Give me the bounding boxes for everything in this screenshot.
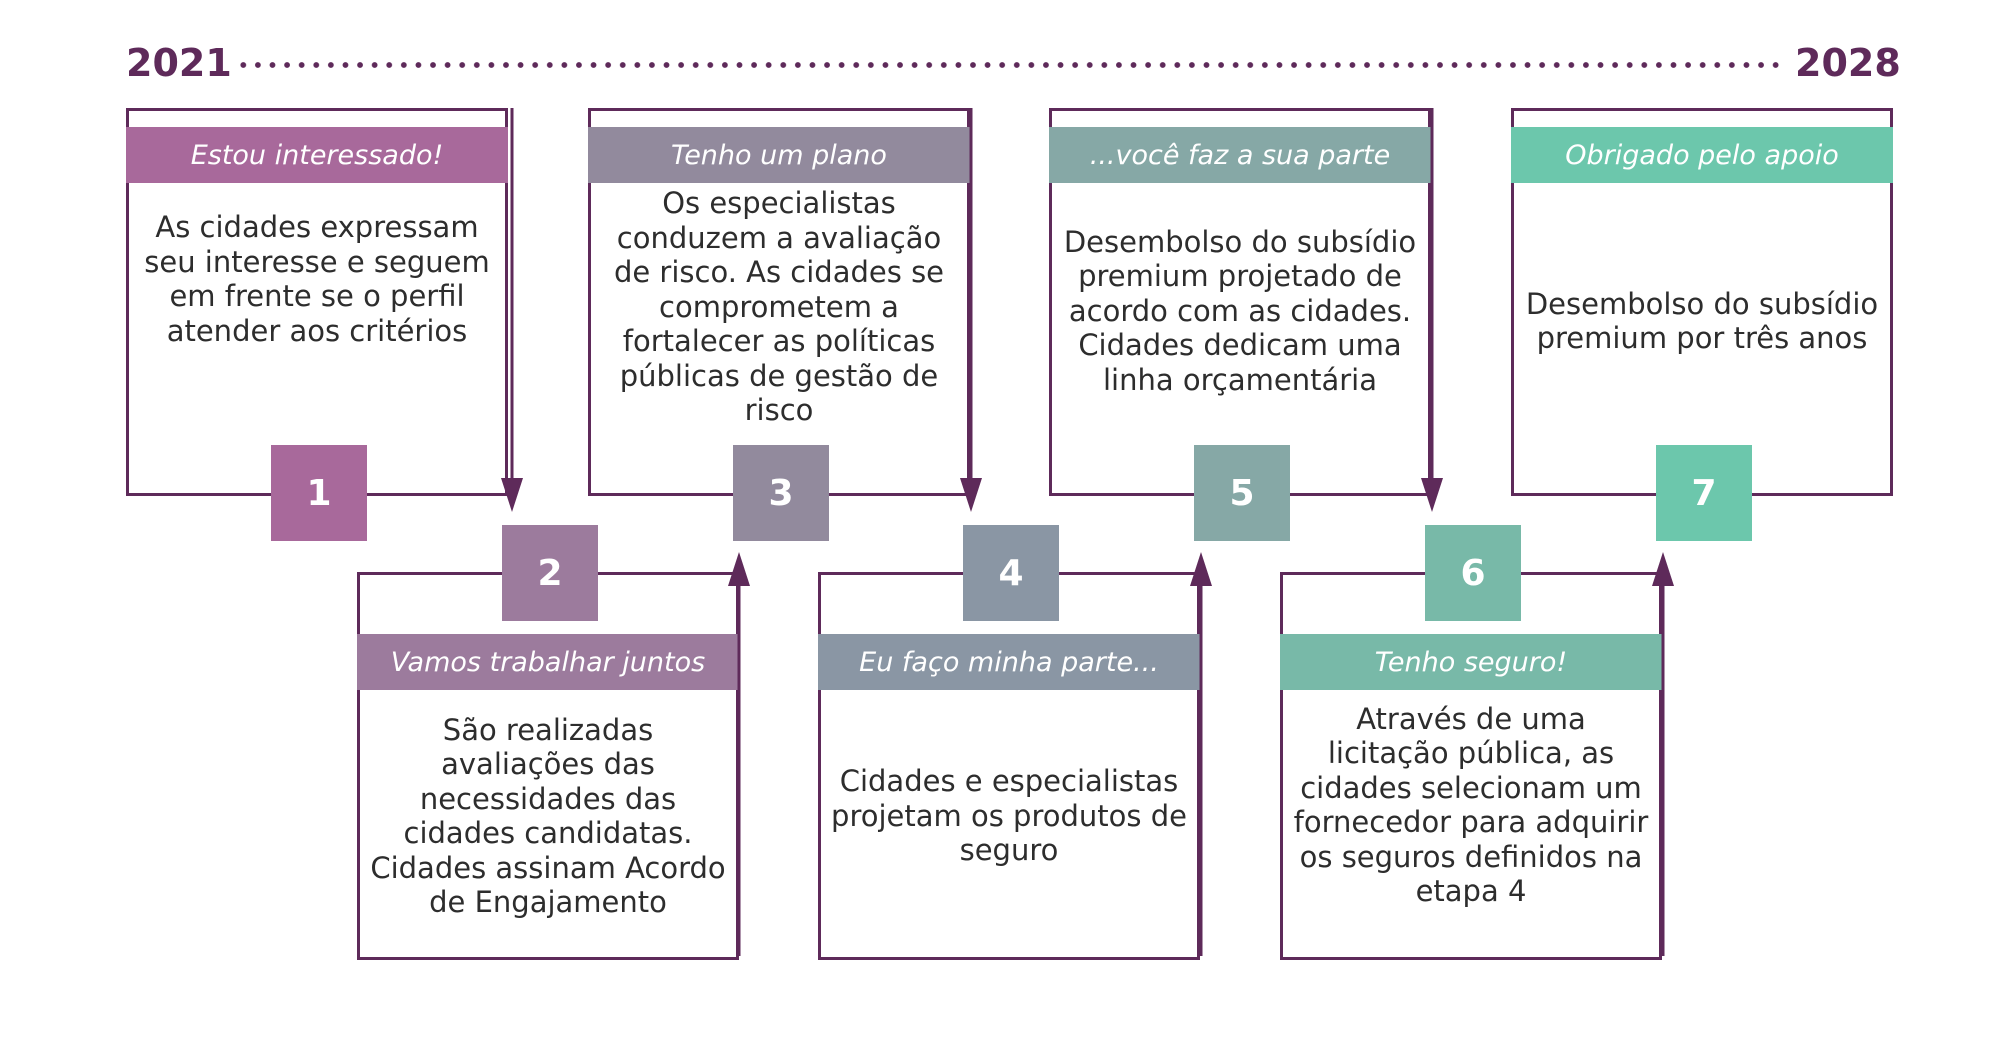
step-1-text: As cidades expressam seu interesse e seg… xyxy=(144,210,490,348)
step-3-text: Os especialistas conduzem a avaliação de… xyxy=(613,186,945,428)
step-5-number: 5 xyxy=(1194,445,1290,541)
step-3-title: Tenho um plano xyxy=(588,127,970,183)
step-5-card: ...você faz a sua parte Desembolso do su… xyxy=(1049,108,1431,496)
step-3-number: 3 xyxy=(733,445,829,541)
step-2-text: São realizadas avaliações das necessidad… xyxy=(370,712,726,920)
arrow-4-to-5-head xyxy=(1190,552,1212,586)
arrow-3-to-4-head xyxy=(960,478,982,512)
step-4-title: Eu faço minha parte... xyxy=(818,634,1200,690)
step-6-title: Tenho seguro! xyxy=(1280,634,1662,690)
step-6-card: Tenho seguro! Através de uma licitação p… xyxy=(1280,572,1662,960)
step-7-title: Obrigado pelo apoio xyxy=(1511,127,1893,183)
arrow-6-to-7-head xyxy=(1652,552,1674,586)
step-2-number: 2 xyxy=(502,525,598,621)
step-6-text: Através de uma licitação pública, as cid… xyxy=(1293,701,1649,909)
step-5-text: Desembolso do subsídio premium projetado… xyxy=(1063,224,1417,397)
step-1-title: Estou interessado! xyxy=(126,127,508,183)
step-7-card: Obrigado pelo apoio Desembolso do subsíd… xyxy=(1511,108,1893,496)
step-4-card: Eu faço minha parte... Cidades e especia… xyxy=(818,572,1200,960)
arrow-1-to-2-head xyxy=(501,478,523,512)
start-year: 2021 xyxy=(126,41,232,85)
step-1-card: Estou interessado! As cidades expressam … xyxy=(126,108,508,496)
step-7-number: 7 xyxy=(1656,445,1752,541)
step-2-card: Vamos trabalhar juntos São realizadas av… xyxy=(357,572,739,960)
step-7-text: Desembolso do subsídio premium por três … xyxy=(1525,286,1879,356)
arrow-5-to-6-head xyxy=(1421,478,1443,512)
end-year: 2028 xyxy=(1795,41,1901,85)
timeline-dotted-line xyxy=(236,62,1786,68)
step-3-card: Tenho um plano Os especialistas conduzem… xyxy=(588,108,970,496)
step-4-number: 4 xyxy=(963,525,1059,621)
arrow-2-to-3-head xyxy=(728,552,750,586)
step-2-title: Vamos trabalhar juntos xyxy=(357,634,739,690)
step-6-number: 6 xyxy=(1425,525,1521,621)
step-1-number: 1 xyxy=(271,445,367,541)
step-5-title: ...você faz a sua parte xyxy=(1049,127,1431,183)
step-4-text: Cidades e especialistas projetam os prod… xyxy=(831,764,1187,868)
